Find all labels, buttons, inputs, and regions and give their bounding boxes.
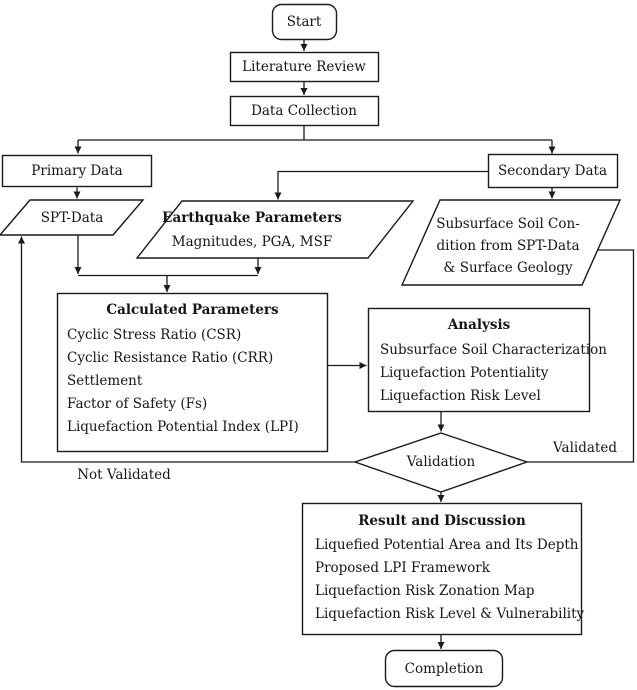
subsurface-soil-condition-node <box>400 199 622 286</box>
calculated-parameters-item: Cyclic Stress Ratio (CSR) <box>67 327 242 343</box>
primary-data-node <box>1 154 153 188</box>
result-and-discussion-list: Liquefied Potential Area and Its Depth P… <box>315 534 584 626</box>
spt-data-node <box>0 199 145 236</box>
result-and-discussion-item: Liquefaction Risk Zonation Map <box>315 583 535 599</box>
calculated-parameters-item: Factor of Safety (Fs) <box>67 396 208 412</box>
spt-data-label: SPT-Data <box>40 209 104 226</box>
completion-node <box>384 649 504 688</box>
edge-not-validated-loop <box>18 236 355 463</box>
validated-edge-label: Validated <box>553 440 617 456</box>
secondary-data-node <box>487 153 619 189</box>
analysis-title: Analysis <box>447 317 511 333</box>
earthquake-parameters-node <box>135 200 415 259</box>
data-collection-label: Data Collection <box>251 102 357 119</box>
validation-decision-node <box>352 432 530 493</box>
analysis-list: Subsurface Soil Characterization Liquefa… <box>380 339 607 408</box>
subsurface-soil-line-2: dition from SPT-Data <box>436 238 580 254</box>
edge-validated-loop <box>527 249 635 463</box>
analysis-node <box>367 307 591 413</box>
edge-secondary-to-earthquake-parameters <box>274 170 488 200</box>
analysis-item: Subsurface Soil Characterization <box>380 342 607 358</box>
calculated-parameters-item: Settlement <box>67 373 143 389</box>
literature-review-node <box>229 51 380 83</box>
secondary-data-label: Secondary Data <box>497 162 608 179</box>
calculated-parameters-list: Cyclic Stress Ratio (CSR) Cyclic Resista… <box>67 324 299 439</box>
validation-label: Validation <box>406 454 476 470</box>
analysis-item: Liquefaction Risk Level <box>380 388 541 404</box>
result-and-discussion-title: Result and Discussion <box>358 513 526 529</box>
literature-review-label: Literature Review <box>242 58 366 75</box>
result-and-discussion-item: Proposed LPI Framework <box>315 560 490 576</box>
calculated-parameters-item: Liquefaction Potential Index (LPI) <box>67 419 299 435</box>
calculated-parameters-title: Calculated Parameters <box>106 302 279 318</box>
not-validated-edge-label: Not Validated <box>77 467 171 483</box>
data-collection-node <box>229 95 380 127</box>
result-and-discussion-node <box>301 502 583 636</box>
earthquake-parameters-title: Earthquake Parameters <box>162 210 342 226</box>
primary-data-label: Primary Data <box>31 163 123 179</box>
result-and-discussion-item: Liquefaction Risk Level & Vulnerability <box>315 606 585 622</box>
completion-label: Completion <box>404 660 484 677</box>
earthquake-parameters-subtitle: Magnitudes, PGA, MSF <box>171 234 333 250</box>
start-label: Start <box>286 13 322 30</box>
start-node <box>271 3 338 41</box>
subsurface-soil-line-1: Subsurface Soil Con- <box>436 216 580 232</box>
calculated-parameters-node <box>56 292 329 453</box>
calculated-parameters-item: Cyclic Resistance Ratio (CRR) <box>67 350 274 366</box>
edge-data-collection-branch <box>78 125 552 141</box>
analysis-item: Liquefaction Potentiality <box>380 365 549 381</box>
result-and-discussion-item: Liquefied Potential Area and Its Depth <box>315 537 579 553</box>
subsurface-soil-line-3: & Surface Geology <box>443 260 573 276</box>
